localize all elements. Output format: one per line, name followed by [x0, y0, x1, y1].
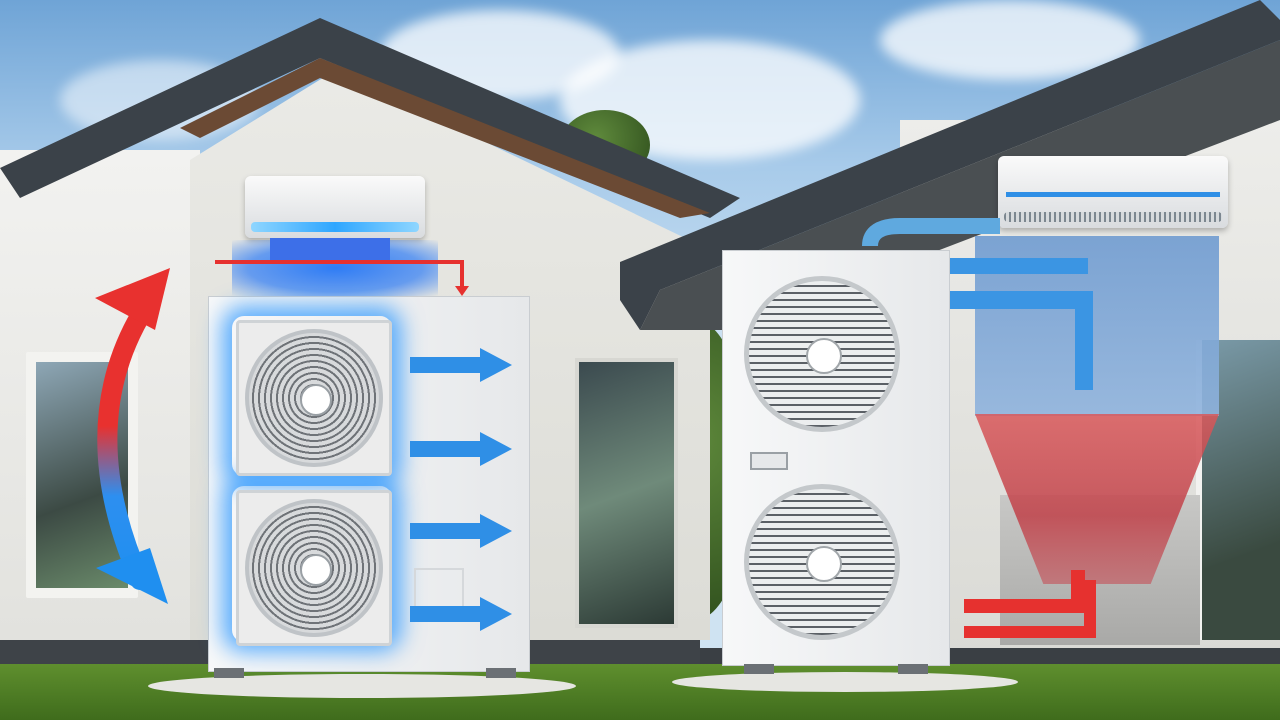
fan-housing: [236, 490, 392, 646]
fan-housing: [236, 320, 392, 476]
fan-icon: [744, 484, 900, 640]
double-arrow-icon: [95, 268, 170, 330]
airflow-arrow-head: [480, 514, 512, 548]
pipe-arrow: [455, 286, 469, 296]
glass-door: [575, 358, 678, 628]
warm-pipe: [964, 570, 1085, 613]
airflow-arrow-head: [480, 597, 512, 631]
concrete-pad: [148, 674, 576, 698]
left-house-roof: [0, 18, 740, 218]
control-panel: [750, 452, 788, 470]
fan-hub: [300, 554, 332, 586]
accent-stripe: [1006, 192, 1220, 197]
unit-foot: [214, 668, 244, 678]
airflow-arrows: [410, 348, 512, 631]
fan-hub: [300, 384, 332, 416]
airflow-arrow-icon: [410, 357, 484, 373]
unit-foot: [898, 664, 928, 674]
fan-hub: [806, 338, 842, 374]
pipe-icon: [215, 260, 464, 292]
pipe-icon: [862, 218, 1000, 247]
fan-icon: [245, 499, 383, 637]
cool-duct: [948, 291, 1093, 390]
airflow-arrow-head: [480, 348, 512, 382]
airflow-arrow-icon: [410, 441, 484, 457]
heat-cycle-arc: [97, 290, 160, 590]
airflow-arrow-icon: [410, 606, 484, 622]
cool-air-vent: [251, 222, 419, 232]
louver-vent: [1004, 212, 1222, 222]
fan-icon: [245, 329, 383, 467]
cloud: [880, 0, 1140, 80]
warm-pipe: [964, 580, 1096, 638]
left-indoor-unit: [245, 176, 425, 238]
airflow-arrow-icon: [410, 523, 484, 539]
fan-hub: [806, 546, 842, 582]
airflow-arrow-head: [480, 432, 512, 466]
unit-foot: [744, 664, 774, 674]
double-arrow-icon: [96, 548, 168, 604]
refrigerant-line: [270, 238, 390, 262]
fan-icon: [744, 276, 900, 432]
unit-foot: [486, 668, 516, 678]
right-indoor-unit: [998, 156, 1228, 228]
concrete-pad: [672, 672, 1018, 692]
